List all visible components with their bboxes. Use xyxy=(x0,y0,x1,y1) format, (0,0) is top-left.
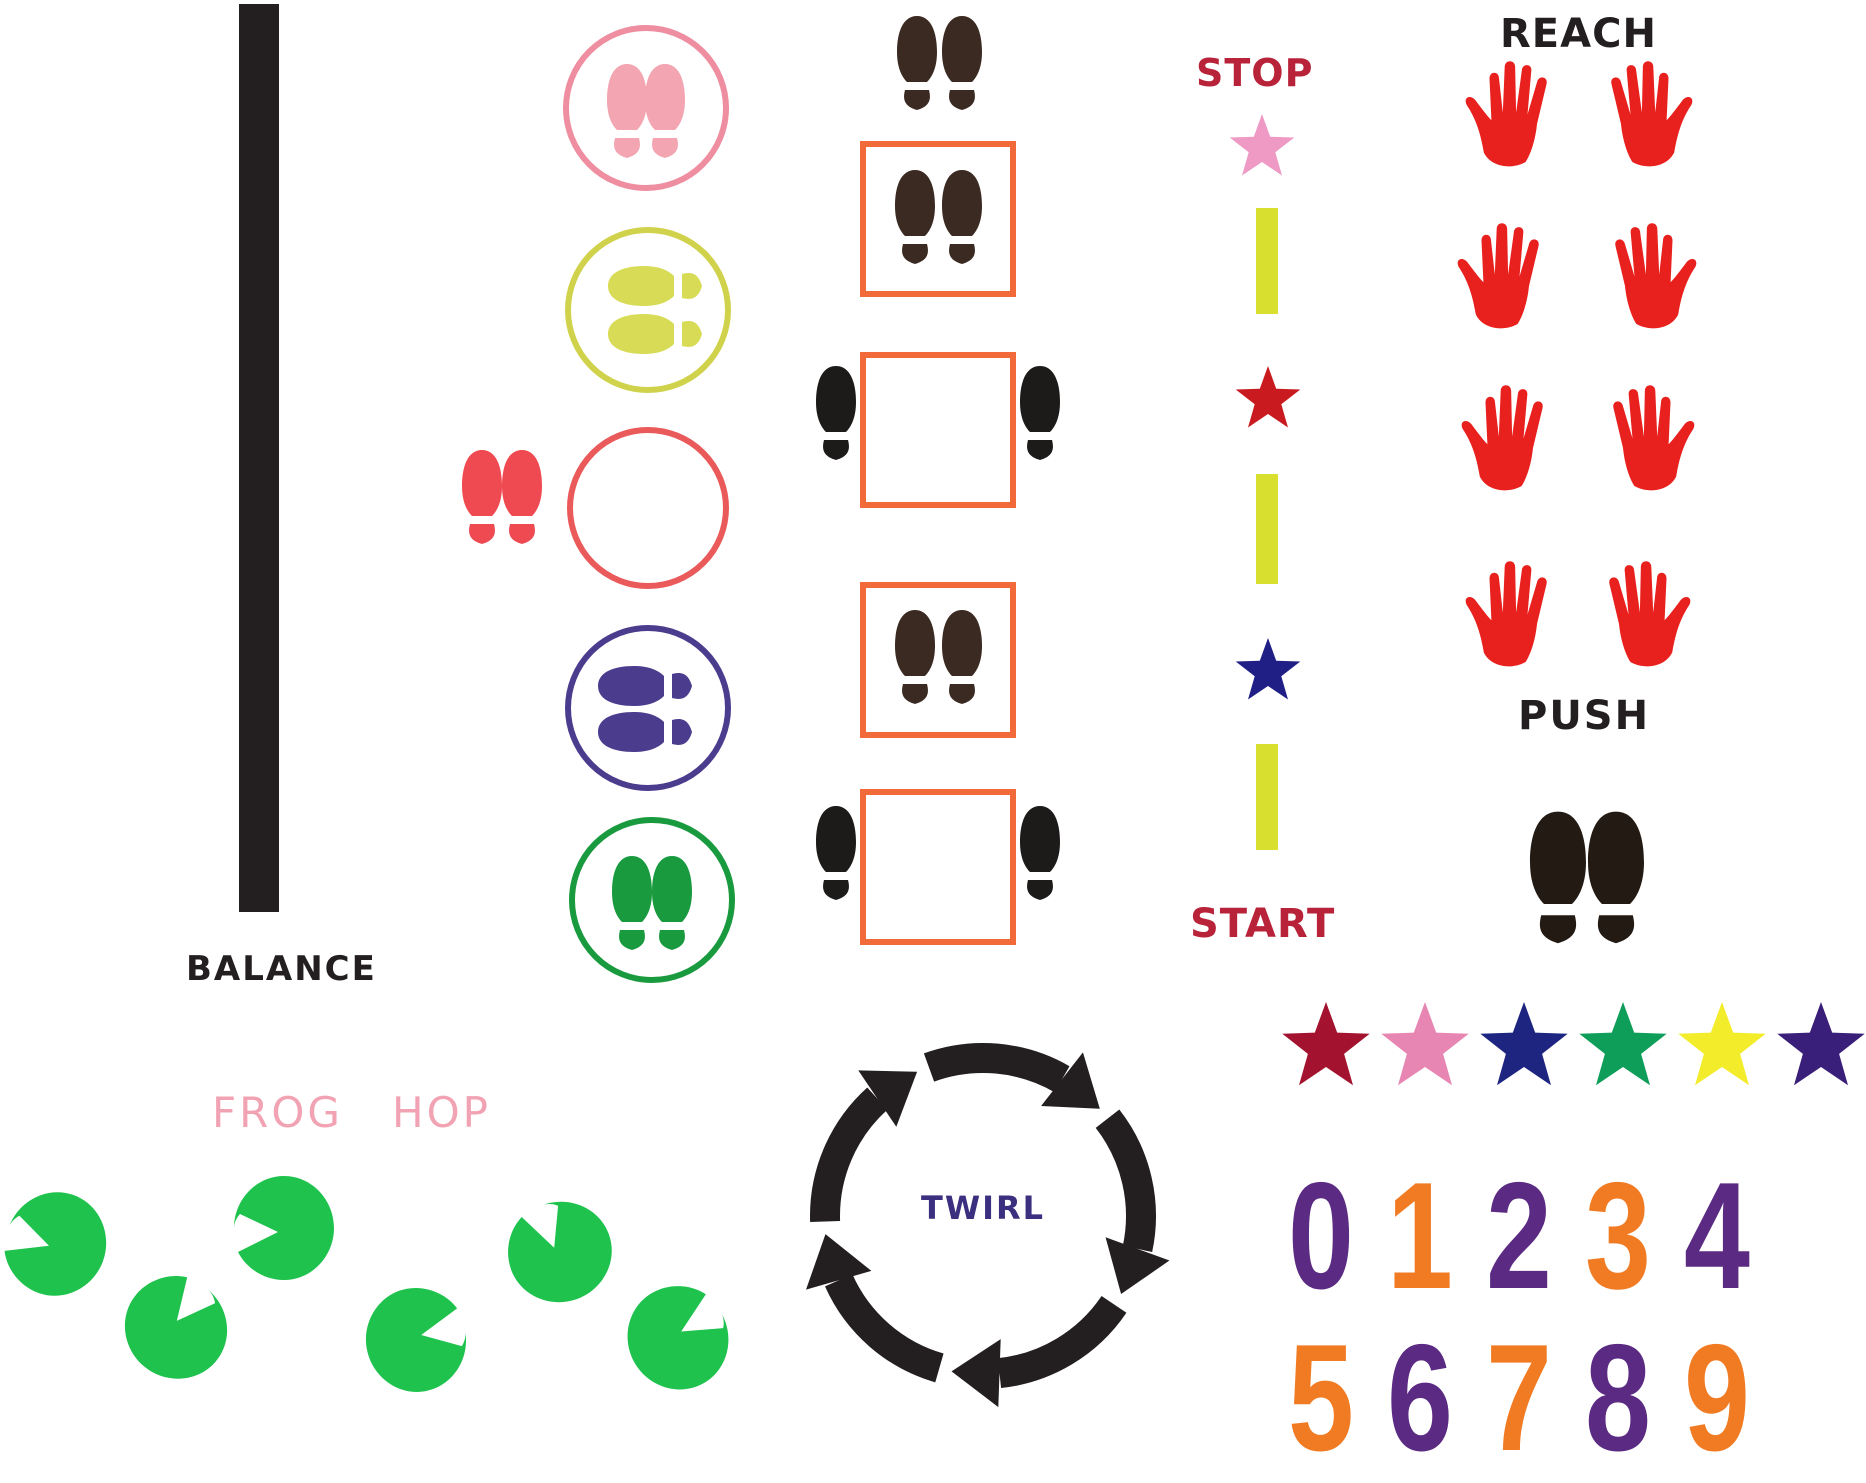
row-star xyxy=(1480,1002,1568,1086)
twirl-arrow-arc xyxy=(810,1087,888,1223)
footprints-push-dark xyxy=(1530,811,1644,944)
digit-sticker: 8 xyxy=(1585,1313,1651,1483)
row-star xyxy=(1777,1002,1865,1086)
row-star xyxy=(1282,1002,1370,1086)
circle-pink-feet xyxy=(563,25,729,191)
twirl-arrow-head xyxy=(792,1224,872,1290)
square-4-side-feet xyxy=(816,789,1060,945)
path-dash-1 xyxy=(1256,208,1278,314)
twirl-arrow-arc xyxy=(923,1043,1070,1093)
row-star xyxy=(1678,1002,1766,1086)
path-stars xyxy=(1229,114,1301,700)
activity-stickers-canvas xyxy=(0,4,1865,1409)
row-star xyxy=(1579,1002,1667,1086)
twirl-arrow-arc xyxy=(824,1273,944,1383)
digit-sticker: 6 xyxy=(1387,1313,1453,1483)
square-3-feet xyxy=(860,582,1016,738)
path-dash-2 xyxy=(1256,474,1278,584)
digit-sticker: 7 xyxy=(1486,1313,1552,1483)
footprints-top-dark xyxy=(897,16,982,110)
circle-green-feet xyxy=(569,817,735,983)
digit-sticker: 3 xyxy=(1585,1151,1651,1321)
path-dash-3 xyxy=(1256,744,1278,850)
digit-sticker: 0 xyxy=(1288,1151,1354,1321)
row-star xyxy=(1381,1002,1469,1086)
label-reach: REACH xyxy=(1500,11,1657,57)
label-twirl: TWIRL xyxy=(921,1189,1046,1227)
twirl-arrow-arc xyxy=(1095,1109,1156,1253)
circle-purple-feet xyxy=(565,625,731,791)
lily-pads xyxy=(0,1176,748,1409)
balance-bar xyxy=(239,4,279,912)
circle-yellow-feet xyxy=(565,227,731,393)
circle-red-empty xyxy=(567,427,729,589)
square-1-feet xyxy=(860,141,1016,297)
twirl-arrow-head xyxy=(950,1337,1001,1408)
twirl-arrow-arc xyxy=(997,1295,1127,1389)
digit-sticker: 4 xyxy=(1684,1151,1750,1321)
label-stop: STOP xyxy=(1196,51,1314,95)
square-2-side-feet xyxy=(816,352,1060,508)
path-star xyxy=(1235,366,1301,428)
twirl-arrow-head xyxy=(1089,1237,1170,1306)
star-row xyxy=(1282,1002,1865,1086)
hands-reach-push xyxy=(1457,61,1697,667)
label-balance: BALANCE xyxy=(186,949,377,989)
path-star xyxy=(1229,114,1295,176)
twirl-arrows xyxy=(792,1043,1170,1408)
digit-sticker: 9 xyxy=(1684,1313,1750,1483)
label-frog: FROG xyxy=(212,1088,343,1137)
path-star xyxy=(1235,638,1301,700)
digit-sticker: 1 xyxy=(1387,1151,1453,1321)
digit-sticker: 5 xyxy=(1288,1313,1354,1483)
label-start: START xyxy=(1190,901,1336,947)
label-push: PUSH xyxy=(1518,693,1651,739)
digit-sticker: 2 xyxy=(1486,1151,1552,1321)
label-hop: HOP xyxy=(392,1088,491,1137)
footprints-red xyxy=(462,450,542,544)
